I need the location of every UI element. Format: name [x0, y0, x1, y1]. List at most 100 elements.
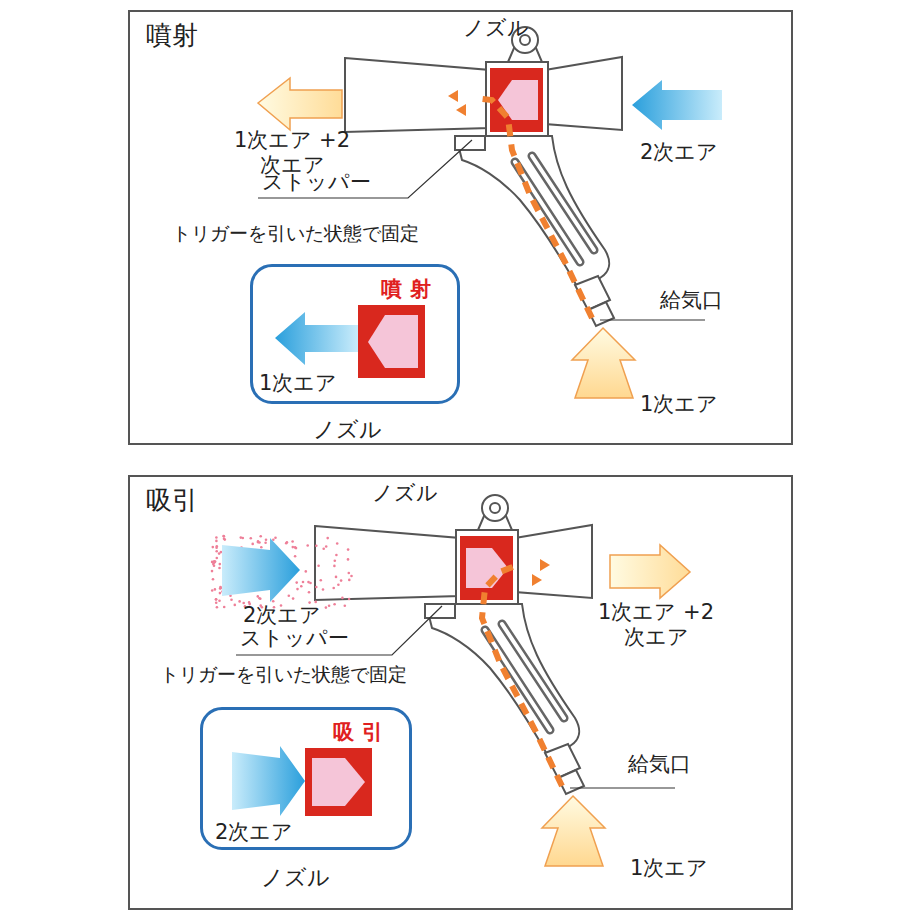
dust-dot — [300, 585, 303, 588]
dust-dot — [272, 600, 275, 603]
part-label: 2次エア — [640, 140, 718, 165]
dust-dot — [315, 545, 318, 548]
output-arrow — [258, 78, 342, 130]
dust-dot — [341, 597, 344, 600]
flow-chevron — [540, 559, 550, 571]
dust-dot — [224, 538, 227, 541]
dust-dot — [230, 598, 233, 601]
part-label: 給気口 — [628, 752, 691, 777]
part-label: ノズル — [372, 481, 438, 506]
dust-dot — [333, 565, 336, 568]
air-flow — [482, 566, 562, 786]
inset-nozzle-interior — [368, 315, 418, 368]
dust-dot — [215, 598, 218, 601]
part-label: トリガーを引いた状態で固定 — [160, 663, 407, 686]
part-label: 1次エア +2次エア — [596, 600, 716, 650]
dust-dot — [295, 581, 298, 584]
flow-chevron — [448, 90, 458, 102]
dust-dot — [216, 545, 219, 548]
nozzle-inset: 噴 射1次エアノズル — [250, 264, 460, 404]
dust-dot — [291, 540, 294, 543]
dust-dot — [335, 554, 338, 557]
dust-dot — [340, 579, 343, 582]
dust-dot — [308, 591, 311, 594]
part-label: 給気口 — [660, 288, 723, 313]
dust-dot — [212, 546, 215, 549]
dust-dot — [258, 597, 261, 600]
dust-dot — [215, 536, 218, 539]
dust-dot — [306, 544, 309, 547]
dust-dot — [264, 541, 267, 544]
dust-dot — [238, 600, 241, 603]
dust-dot — [322, 548, 325, 551]
inset-label: 1次エア — [259, 371, 337, 396]
dust-dot — [294, 555, 297, 558]
dust-dot — [314, 601, 317, 604]
dust-dot — [219, 592, 222, 595]
dust-dot — [302, 581, 305, 584]
dust-dot — [348, 579, 351, 582]
part-label: ストッパー — [240, 626, 349, 651]
dust-dot — [320, 579, 323, 582]
dust-dot — [219, 563, 222, 566]
dust-dot — [307, 581, 310, 584]
dust-dot — [322, 588, 325, 591]
dust-dot — [212, 578, 215, 581]
dust-dot — [216, 557, 219, 560]
inset-nozzle-interior — [312, 758, 365, 806]
dust-dot — [326, 537, 329, 540]
dust-dot — [332, 587, 335, 590]
part-label: 1次エア — [630, 856, 708, 881]
part-label: 1次エア — [640, 392, 718, 417]
panel-title: 吸引 — [146, 485, 198, 516]
dust-dot — [348, 598, 351, 601]
dust-dot — [305, 570, 308, 573]
dust-dot — [212, 563, 215, 566]
dust-dot — [215, 540, 218, 543]
inset-arrow — [275, 312, 358, 365]
dust-dot — [218, 599, 221, 602]
output-arrow — [610, 545, 690, 598]
part-label: 2次エア — [243, 603, 321, 628]
dust-dot — [337, 584, 340, 587]
dust-dot — [334, 560, 337, 563]
dust-dot — [325, 606, 328, 609]
dust-dot — [265, 538, 268, 541]
dust-dot — [348, 572, 351, 575]
dust-dot — [336, 542, 339, 545]
inset-title: 吸 引 — [303, 720, 413, 745]
dust-dot — [315, 586, 318, 589]
dust-dot — [295, 547, 298, 550]
dust-dot — [260, 546, 263, 549]
inset-nozzle — [305, 748, 372, 816]
inset-caption: ノズル — [313, 417, 382, 443]
dust-dot — [215, 598, 218, 601]
dust-dot — [220, 551, 223, 554]
dust-dot — [347, 558, 350, 561]
dust-dot — [257, 541, 260, 544]
dust-dot — [294, 546, 297, 549]
air-gun — [345, 27, 705, 398]
dust-dot — [223, 606, 226, 609]
dust-dot — [215, 550, 218, 553]
dust-dot — [296, 588, 299, 591]
dust-dot — [286, 541, 289, 544]
dust-dot — [251, 543, 254, 546]
dust-dot — [218, 567, 221, 570]
inset-label: 2次エア — [215, 820, 293, 845]
dust-dot — [350, 575, 353, 578]
dust-dot — [219, 586, 222, 589]
flow-chevron — [456, 104, 466, 116]
secondary-air-arrow — [222, 538, 300, 602]
dust-dot — [242, 537, 245, 540]
secondary-air-arrow — [632, 80, 722, 130]
dust-dot — [223, 537, 226, 540]
dust-dot — [285, 542, 288, 545]
air-flow — [475, 98, 592, 318]
dust-dot — [335, 576, 338, 579]
part-label: ストッパー — [262, 170, 371, 195]
dust-dot — [328, 604, 331, 607]
dust-dot — [317, 564, 320, 567]
